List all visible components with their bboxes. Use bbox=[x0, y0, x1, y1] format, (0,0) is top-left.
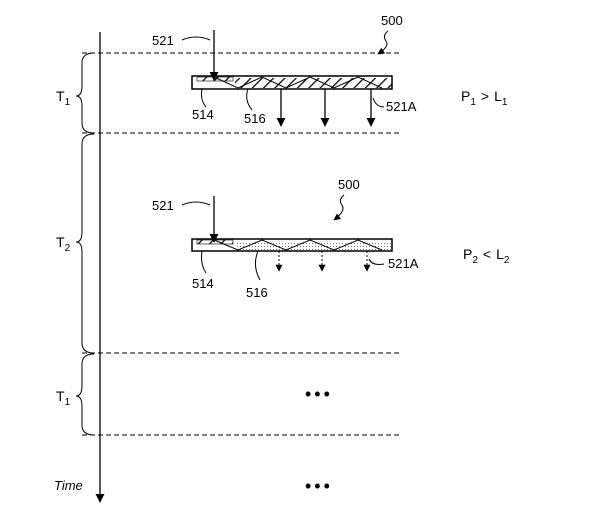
input-label: 521 bbox=[152, 198, 174, 213]
condition-label: P2<L2 bbox=[463, 246, 510, 266]
waveguide bbox=[191, 75, 393, 90]
assembly-label: 500 bbox=[381, 13, 403, 28]
coupler-leader bbox=[201, 88, 207, 108]
panel-2: 500 521 514 516 521A P2<L2 bbox=[152, 177, 510, 300]
period-label-2: T2 bbox=[56, 234, 71, 254]
period-label-3: T1 bbox=[56, 388, 71, 408]
waveguide-label: 516 bbox=[244, 111, 266, 126]
assembly-label: 500 bbox=[338, 177, 360, 192]
bracket-period-1 bbox=[75, 52, 95, 134]
output-label: 521A bbox=[388, 256, 419, 271]
continuation-ellipsis: ••• bbox=[305, 384, 333, 404]
time-axis: Time bbox=[54, 32, 105, 503]
waveguide-label: 516 bbox=[246, 285, 268, 300]
input-leader bbox=[181, 201, 211, 206]
input-label: 521 bbox=[152, 33, 174, 48]
waveguide-fill bbox=[235, 78, 392, 88]
output-label: 521A bbox=[386, 99, 417, 114]
condition-label: P1>L1 bbox=[461, 88, 508, 108]
panel-1: 500 521 514 516 521A P1>L1 bbox=[152, 13, 508, 127]
period-boundaries bbox=[82, 52, 400, 436]
period-brackets bbox=[75, 52, 95, 436]
input-leader bbox=[181, 36, 211, 41]
continuation-ellipsis: ••• bbox=[305, 476, 333, 496]
output-leader bbox=[372, 97, 385, 108]
coupler-label: 514 bbox=[192, 276, 214, 291]
time-axis-label: Time bbox=[54, 478, 83, 493]
waveguide-leader bbox=[254, 250, 261, 281]
waveguide-leader bbox=[246, 88, 253, 111]
output-leader bbox=[368, 258, 385, 265]
assembly-pointer-arrow bbox=[377, 30, 389, 55]
coupler-leader bbox=[201, 250, 207, 274]
waveguide-fill bbox=[235, 241, 392, 250]
waveguide bbox=[191, 238, 393, 252]
period-label-1: T1 bbox=[56, 88, 71, 108]
bracket-period-2 bbox=[75, 133, 95, 354]
tir-path bbox=[213, 239, 383, 251]
tir-path bbox=[213, 76, 383, 89]
coupler-label: 514 bbox=[192, 107, 214, 122]
bracket-period-3 bbox=[75, 353, 95, 436]
assembly-pointer-arrow bbox=[333, 194, 345, 221]
